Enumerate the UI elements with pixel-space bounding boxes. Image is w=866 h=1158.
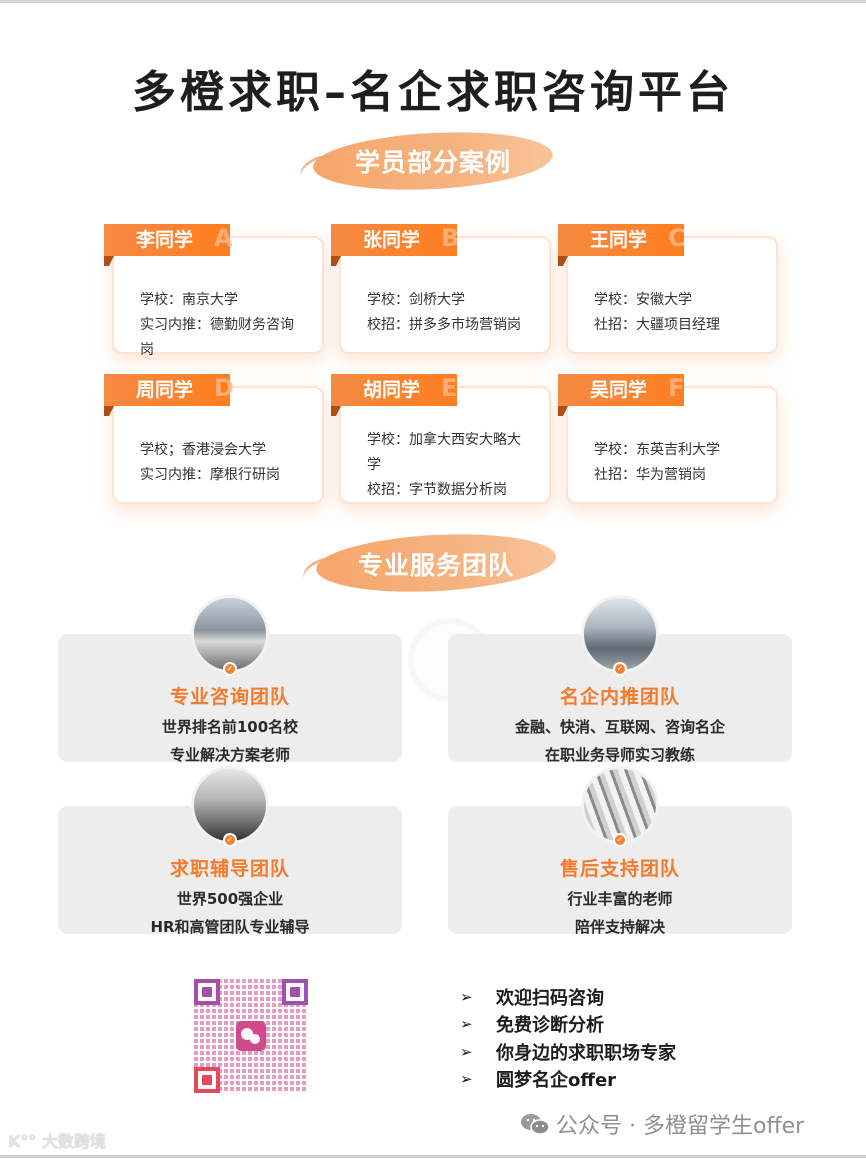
verified-check-icon: ✓ (613, 833, 627, 847)
case-name: 张同学 (363, 229, 421, 251)
team-line: 在职业务导师实习教练 (544, 746, 695, 764)
case-school: 学校：东英吉利大学 (594, 442, 720, 458)
watermark: K°° 大数跨境 (8, 1128, 106, 1152)
verified-check-icon: ✓ (223, 662, 237, 676)
case-offer: 实习内推：德勤财务咨询岗 (140, 317, 294, 358)
team-title: 名企内推团队 (559, 686, 680, 708)
arrow-bullet-icon: ➢ (460, 1042, 473, 1061)
team-line: 金融、快消、互联网、咨询名企 (514, 718, 725, 736)
bullet-text: 你身边的求职职场专家 (496, 1042, 676, 1064)
team-title: 售后支持团队 (559, 858, 680, 880)
case-card: 王同学 C 学校：安徽大学 社招：大疆项目经理 (558, 224, 778, 354)
section-heading-team: 专业服务团队 (357, 551, 514, 580)
team-avatar-image (581, 595, 659, 673)
bullet-item: ➢ 圆梦名企offer (460, 1066, 676, 1094)
case-offer: 校招：拼多多市场营销岗 (367, 317, 521, 333)
case-letter: D (214, 374, 234, 402)
wechat-icon (521, 1114, 550, 1135)
case-offer: 社招：华为营销岗 (594, 467, 706, 483)
case-offer: 社招：大疆项目经理 (594, 317, 720, 333)
section-heading-cases: 学员部分案例 (354, 148, 511, 177)
case-offer: 实习内推：摩根行研岗 (140, 467, 280, 483)
case-school: 学校：加拿大西安大略大学 (367, 432, 521, 473)
wechat-account-label[interactable]: 公众号 · 多橙留学生offer (520, 1108, 804, 1140)
case-name-tab: 王同学 (558, 224, 684, 266)
bullet-item: ➢ 欢迎扫码咨询 (460, 983, 676, 1011)
contact-bullet-list: ➢ 欢迎扫码咨询 ➢ 免费诊断分析 ➢ 你身边的求职职场专家 ➢ 圆梦名企offer (460, 983, 676, 1093)
case-school: 学校：南京大学 (140, 292, 238, 308)
case-name: 周同学 (136, 379, 194, 401)
bullet-text: 圆梦名企offer (496, 1070, 617, 1092)
case-school: 学校：安徽大学 (594, 292, 692, 308)
case-name: 吴同学 (590, 379, 648, 401)
watermark-text: 大数跨境 (41, 1132, 106, 1151)
bullet-item: ➢ 你身边的求职职场专家 (460, 1038, 676, 1066)
arrow-bullet-icon: ➢ (460, 987, 473, 1006)
case-name: 胡同学 (363, 379, 421, 401)
wechat-qr-code-icon[interactable] (194, 979, 308, 1093)
bullet-item: ➢ 免费诊断分析 (460, 1011, 676, 1039)
verified-check-icon: ✓ (223, 833, 237, 847)
case-letter: E (441, 374, 458, 402)
case-details: 学校：加拿大西安大略大学 校招：字节数据分析岗 (367, 428, 531, 503)
team-card: 名企内推团队 金融、快消、互联网、咨询名企 在职业务导师实习教练 (448, 634, 792, 764)
case-card: 胡同学 E 学校：加拿大西安大略大学 校招：字节数据分析岗 (331, 374, 551, 504)
case-details: 学校：南京大学 实习内推：德勤财务咨询岗 (140, 288, 304, 363)
case-details: 学校：剑桥大学 校招：拼多多市场营销岗 (367, 288, 531, 338)
verified-check-icon: ✓ (613, 662, 627, 676)
case-card: 吴同学 F 学校：东英吉利大学 社招：华为营销岗 (558, 374, 778, 504)
case-letter: C (668, 224, 686, 252)
team-avatar-image (191, 766, 269, 844)
team-line: 陪伴支持解决 (574, 918, 665, 936)
arrow-bullet-icon: ➢ (460, 1070, 473, 1089)
team-line: 世界排名前100名校 (161, 718, 299, 736)
case-details: 学校；香港浸会大学 实习内推：摩根行研岗 (140, 438, 304, 488)
case-name-tab: 周同学 (104, 374, 230, 416)
case-name: 李同学 (136, 229, 194, 251)
wechat-account-name: 公众号 · 多橙留学生offer (556, 1114, 805, 1139)
team-line: 行业丰富的老师 (567, 890, 673, 908)
case-card: 周同学 D 学校；香港浸会大学 实习内推：摩根行研岗 (104, 374, 324, 504)
team-title: 专业咨询团队 (169, 686, 290, 708)
bullet-text: 欢迎扫码咨询 (496, 987, 604, 1009)
case-card: 李同学 A 学校：南京大学 实习内推：德勤财务咨询岗 (104, 224, 324, 358)
case-offer: 校招：字节数据分析岗 (367, 482, 507, 498)
case-name-tab: 吴同学 (558, 374, 684, 416)
arrow-bullet-icon: ➢ (460, 1015, 473, 1034)
case-details: 学校：东英吉利大学 社招：华为营销岗 (594, 438, 758, 488)
case-name-tab: 胡同学 (331, 374, 457, 416)
case-letter: F (668, 374, 685, 402)
case-letter: A (214, 224, 233, 252)
case-name-tab: 张同学 (331, 224, 457, 266)
case-school: 学校：剑桥大学 (367, 292, 465, 308)
case-name: 王同学 (590, 229, 648, 251)
bullet-text: 免费诊断分析 (496, 1015, 604, 1037)
case-name-tab: 李同学 (104, 224, 230, 266)
team-title: 求职辅导团队 (169, 858, 290, 880)
page-title: 多橙求职–名企求职咨询平台 (132, 67, 734, 118)
team-line: HR和高管团队专业辅导 (150, 918, 310, 936)
case-letter: B (441, 224, 460, 252)
team-avatar-image (191, 595, 269, 673)
case-school: 学校；香港浸会大学 (140, 442, 266, 458)
case-card: 张同学 B 学校：剑桥大学 校招：拼多多市场营销岗 (331, 224, 551, 354)
watermark-logo-icon: K°° (8, 1132, 37, 1151)
team-line: 世界500强企业 (176, 890, 284, 908)
team-line: 专业解决方案老师 (169, 746, 290, 764)
case-details: 学校：安徽大学 社招：大疆项目经理 (594, 288, 758, 338)
